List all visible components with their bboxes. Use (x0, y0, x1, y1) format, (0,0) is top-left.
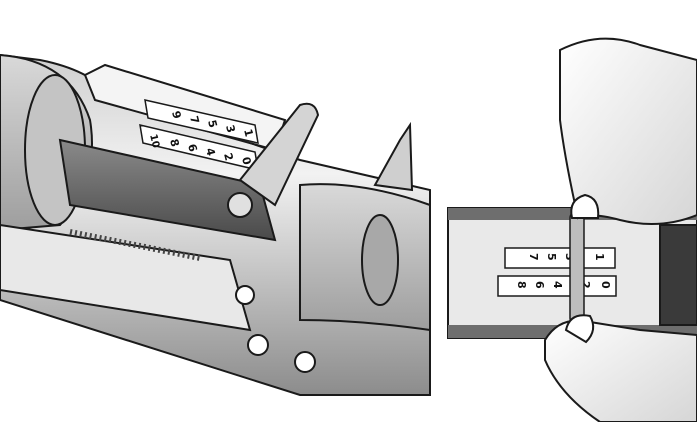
front-leaf-numbers-left: 10 8 6 4 2 0 (147, 133, 254, 166)
pin-hole (235, 285, 255, 305)
sight-leaf-rear (144, 99, 259, 144)
rear-drum (659, 224, 697, 326)
leaf-number: 3 (223, 124, 237, 135)
rear-leaf-numbers-right: 7 5 3 1 (527, 253, 606, 261)
leaf-number: 4 (203, 147, 218, 158)
pin-hole (294, 351, 316, 373)
leaf-number: 5 (205, 119, 219, 130)
leaf-number: 8 (167, 138, 181, 149)
sight-leaf-rear (504, 247, 616, 269)
leaf-number: 2 (221, 152, 235, 163)
serrated-edge (69, 229, 201, 261)
pin-hole (247, 334, 269, 356)
lower-rail (0, 223, 252, 332)
leaf-number: 2 (579, 281, 592, 289)
leaf-number: 10 (147, 133, 161, 149)
slide-button (227, 192, 253, 218)
leaf-number: 9 (169, 110, 183, 121)
sight-leaf-front (497, 275, 617, 297)
leaf-number: 8 (515, 281, 528, 289)
leaf-number: 7 (187, 115, 201, 126)
sight-base (58, 138, 277, 242)
sight-slide (238, 102, 320, 207)
bottom-thumb (564, 314, 595, 344)
leaf-number: 1 (593, 253, 606, 261)
top-hand (559, 37, 697, 225)
leaf-number: 7 (527, 253, 540, 261)
leaf-number: 5 (545, 253, 558, 261)
top-thumb (570, 193, 600, 219)
front-post (373, 121, 414, 192)
leaf-number: 0 (239, 156, 254, 167)
bottom-hand (544, 319, 697, 422)
rear-leaf-numbers-left: 9 7 5 3 1 (169, 110, 255, 139)
slide-pin (569, 211, 585, 325)
leaf-number: 1 (241, 128, 255, 139)
gas-block-end (361, 214, 399, 306)
leaf-number: 6 (185, 143, 200, 154)
leaf-number: 4 (551, 281, 564, 289)
leaf-number: 6 (533, 281, 546, 289)
front-leaf-numbers-right: 8 6 4 2 0 (515, 281, 612, 289)
leaf-number: 0 (599, 281, 612, 289)
left-view: 9 7 5 3 1 10 8 6 4 2 0 (0, 53, 431, 396)
right-view: 7 5 3 1 8 6 4 2 0 (447, 37, 697, 422)
